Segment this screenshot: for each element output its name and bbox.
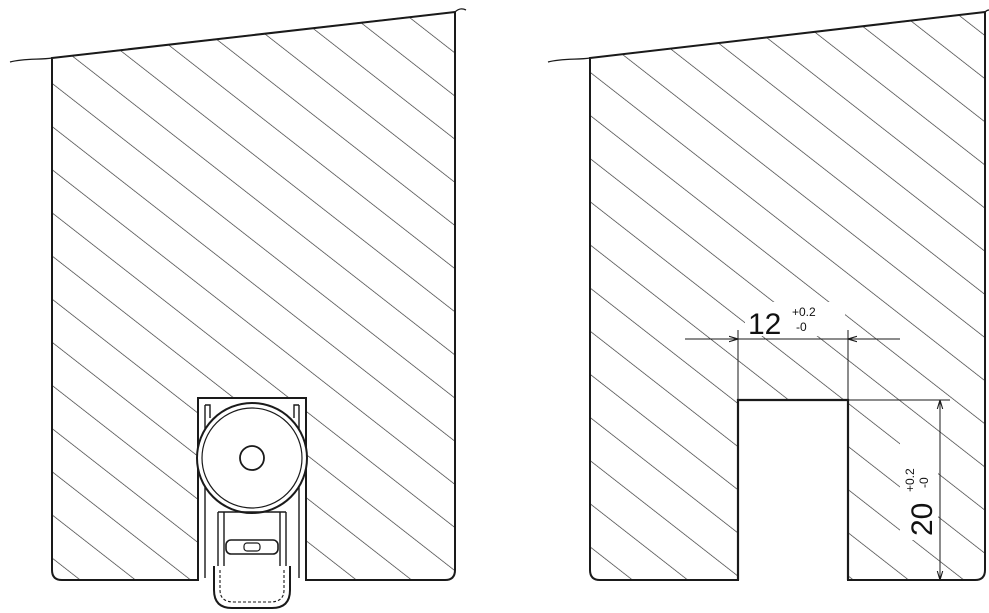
rubber-gasket — [213, 566, 291, 609]
groove-depth-dimension: 20 +0.2 -0 — [848, 399, 950, 580]
seal-housing-inner — [204, 404, 300, 578]
seal-roller-rim — [201, 407, 303, 509]
groove-outline — [736, 398, 850, 580]
groove-width-tol-lower: -0 — [796, 320, 807, 334]
groove-depth-value: 20 — [906, 503, 939, 536]
roller-axle-icon — [239, 445, 265, 471]
seal-carriage — [217, 511, 287, 570]
groove-section-panel: 12 +0.2 -0 20 +0.2 -0 — [547, 9, 989, 581]
door-seal-assembly — [196, 397, 308, 609]
groove-width-tol-upper: +0.2 — [792, 305, 816, 319]
groove-width-dimension: 12 +0.2 -0 — [685, 302, 900, 400]
groove-depth-tol-upper: +0.2 — [903, 468, 917, 492]
groove-width-value: 12 — [748, 308, 781, 341]
seal-housing — [197, 397, 307, 580]
groove-depth-tol-lower: -0 — [917, 477, 931, 488]
seal-clip-slot — [243, 542, 261, 552]
assembly-section-panel — [9, 8, 467, 609]
